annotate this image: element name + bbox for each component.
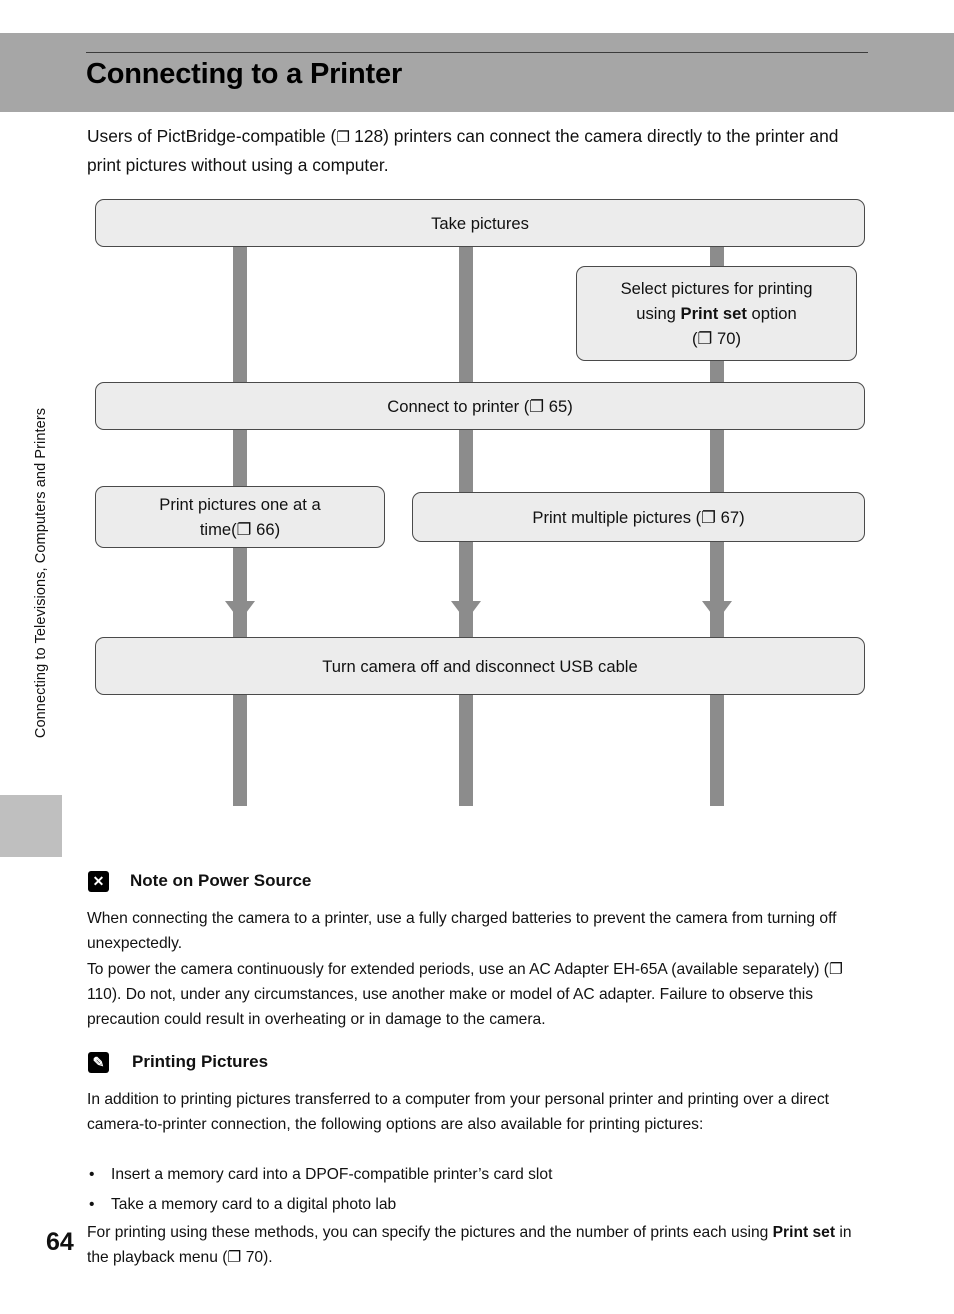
note-printing-pictures-paragraph-1: In addition to printing pictures transfe… xyxy=(87,1091,829,1133)
flow-box-turn-camera-off: Turn camera off and disconnect USB cable xyxy=(95,637,865,695)
book-reference-icon: ❐ xyxy=(336,128,350,146)
caution-icon: ✕ xyxy=(88,871,109,892)
flow-box-select-pictures: Select pictures for printing using Print… xyxy=(576,266,857,361)
printing-workflow-diagram: Take pictures Select pictures for printi… xyxy=(87,196,867,806)
header-divider-rule xyxy=(86,52,868,53)
flow-box-take-pictures: Take pictures xyxy=(95,199,865,247)
page-header-band xyxy=(0,33,954,112)
flow-box-multiple-label: Print multiple pictures (❐ 67) xyxy=(532,507,745,527)
chapter-vertical-label: Connecting to Televisions, Computers and… xyxy=(33,407,49,739)
flow-box-connect-to-printer: Connect to printer (❐ 65) xyxy=(95,382,865,430)
flow-box-select-line2-post: option xyxy=(746,304,797,323)
chapter-tab-marker xyxy=(0,795,62,857)
flow-box-turnoff-label: Turn camera off and disconnect USB cable xyxy=(322,656,638,676)
flow-box-one-line2: time(❐ 66) xyxy=(199,520,281,539)
closing-pre: For printing using these methods, you ca… xyxy=(87,1224,773,1241)
note-printing-pictures-title: Printing Pictures xyxy=(132,1052,269,1071)
pencil-icon: ✎ xyxy=(88,1052,109,1073)
note-power-source-paragraph-2: To power the camera continuously for ext… xyxy=(87,961,843,1028)
bullet-dot-icon: • xyxy=(89,1196,95,1213)
arrow-head-right xyxy=(702,601,732,621)
note-power-source-paragraph-1: When connecting the camera to a printer,… xyxy=(87,910,837,952)
flow-box-print-multiple: Print multiple pictures (❐ 67) xyxy=(412,492,865,542)
flow-box-select-line2-bold: Print set xyxy=(680,304,747,323)
bullet-text-2: Take a memory card to a digital photo la… xyxy=(111,1196,397,1213)
flow-box-select-line1: Select pictures for printing xyxy=(620,279,813,298)
arrow-head-left xyxy=(225,601,255,621)
page-number: 64 xyxy=(46,1228,74,1256)
page-title: Connecting to a Printer xyxy=(86,58,403,90)
list-item: • Insert a memory card into a DPOF-compat… xyxy=(89,1162,873,1187)
bullet-text-1: Insert a memory card into a DPOF-compati… xyxy=(111,1166,553,1183)
closing-bold: Print set xyxy=(772,1224,836,1241)
flow-box-take-pictures-label: Take pictures xyxy=(431,213,529,233)
flow-box-one-line1: Print pictures one at a xyxy=(159,495,321,514)
flow-box-select-line2-pre: using xyxy=(636,304,681,323)
arrow-head-center xyxy=(451,601,481,621)
note-power-source-title: Note on Power Source xyxy=(130,871,312,890)
note-printing-pictures-closing: For printing using these methods, you ca… xyxy=(87,1220,871,1270)
flow-box-connect-label: Connect to printer (❐ 65) xyxy=(387,396,573,416)
list-item: • Take a memory card to a digital photo l… xyxy=(89,1192,873,1217)
flow-box-select-line3: (❐ 70) xyxy=(692,329,741,348)
bullet-dot-icon: • xyxy=(89,1166,95,1183)
closing-post: in the playback menu (❐ 70). xyxy=(87,1224,852,1266)
flow-box-print-one-at-a-time: Print pictures one at a time(❐ 66) xyxy=(95,486,385,548)
intro-paragraph: Users of PictBridge-compatible (❐ 128) p… xyxy=(87,126,839,175)
